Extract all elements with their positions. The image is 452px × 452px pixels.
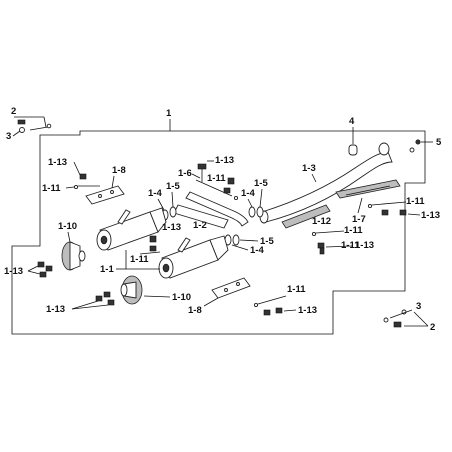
tail-cap-1-10-upper bbox=[61, 241, 86, 271]
gaskets-lower bbox=[224, 234, 240, 246]
grommet-icon bbox=[348, 144, 358, 156]
callout-1-13-right: 1-13 bbox=[421, 210, 440, 221]
callout-1-5-upper: 1-5 bbox=[254, 178, 268, 189]
bolts-left bbox=[37, 261, 53, 278]
callout-5: 5 bbox=[436, 137, 442, 148]
callout-1-1: 1-1 bbox=[100, 264, 114, 275]
callout-2-top: 2 bbox=[11, 106, 16, 117]
callout-4: 4 bbox=[349, 116, 355, 127]
clamp-bolts-right bbox=[367, 201, 407, 216]
bolt-washer-2-3-bottom bbox=[383, 309, 413, 328]
bracket-1-8-upper bbox=[73, 173, 125, 205]
callout-1-13-left: 1-13 bbox=[4, 266, 23, 277]
bolt-icon bbox=[415, 139, 421, 145]
washer-icon bbox=[409, 147, 415, 153]
clamp-bolts-lower-right bbox=[253, 295, 287, 316]
callout-1-8-upper: 1-8 bbox=[112, 165, 126, 176]
callout-1-11-top: 1-11 bbox=[207, 173, 226, 184]
callout-3-top: 3 bbox=[6, 131, 11, 142]
muffler-upper bbox=[96, 207, 167, 251]
gaskets-upper-right bbox=[248, 206, 264, 218]
callout-1-11-center-2: 1-11 bbox=[341, 240, 360, 251]
muffler-lower bbox=[158, 235, 229, 279]
callout-1-5-left: 1-5 bbox=[166, 181, 180, 192]
callout-1-3: 1-3 bbox=[302, 163, 316, 174]
bracket-bolts-middle bbox=[139, 235, 161, 255]
callout-1-11-middle: 1-11 bbox=[130, 254, 149, 265]
callout-1-4-upper: 1-4 bbox=[241, 188, 255, 199]
callout-1-4-left: 1-4 bbox=[148, 188, 162, 199]
callout-1-13-top: 1-13 bbox=[215, 155, 234, 166]
callout-1-11-right: 1-11 bbox=[406, 196, 425, 207]
callout-1-8-lower: 1-8 bbox=[188, 305, 202, 316]
callout-2-bottom: 2 bbox=[430, 322, 435, 333]
clamp-1-6 bbox=[195, 163, 239, 201]
callout-1-4-lower: 1-4 bbox=[250, 245, 264, 256]
bolt-washer-2-3-top bbox=[14, 116, 52, 133]
callout-1-13-upper-left: 1-13 bbox=[48, 157, 67, 168]
callout-1-7: 1-7 bbox=[352, 214, 366, 225]
callout-1-11-upper-left: 1-11 bbox=[42, 183, 61, 194]
callout-1-5-lower: 1-5 bbox=[260, 236, 274, 247]
assembly-boundary bbox=[11, 130, 426, 335]
callout-1-11-lower-right: 1-11 bbox=[287, 284, 306, 295]
heat-shield-1-7 bbox=[335, 179, 401, 199]
callout-1-12: 1-12 bbox=[312, 216, 331, 227]
callout-1-10-upper: 1-10 bbox=[58, 221, 77, 232]
heat-shield-1-12 bbox=[281, 204, 331, 229]
callout-1-13-middle: 1-13 bbox=[162, 222, 181, 233]
callout-1-13-center: 1-13 bbox=[355, 240, 374, 251]
bolts-lower-left bbox=[95, 291, 115, 306]
callout-1-10-lower: 1-10 bbox=[172, 292, 191, 303]
callout-1-6: 1-6 bbox=[178, 168, 192, 179]
exhaust-pipe-1-3 bbox=[259, 142, 393, 224]
callout-1-13-lower-right: 1-13 bbox=[298, 305, 317, 316]
clamp-bolts-center bbox=[311, 230, 345, 255]
callout-1-11-center: 1-11 bbox=[344, 225, 363, 236]
callout-3-bottom: 3 bbox=[416, 301, 421, 312]
bracket-1-8-lower bbox=[211, 277, 251, 299]
callout-1: 1 bbox=[166, 108, 172, 119]
callout-1-2: 1-2 bbox=[193, 220, 207, 231]
callout-1-13-lower-left: 1-13 bbox=[46, 304, 65, 315]
tail-cap-1-10-lower bbox=[120, 275, 143, 305]
